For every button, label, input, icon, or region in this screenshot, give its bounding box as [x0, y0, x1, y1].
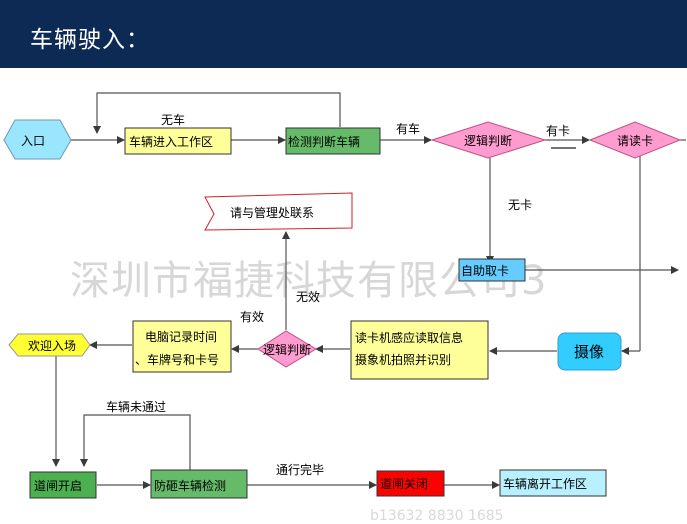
label-passed: 通行完毕: [276, 462, 324, 477]
barrier-open-box: [29, 471, 97, 499]
vehicle-leave-label: 车辆离开工作区: [503, 476, 587, 491]
camera-box: [557, 332, 622, 371]
barrier-close-box: [376, 470, 445, 497]
barrier-close-label: 道闸关闭: [380, 477, 428, 491]
read-card-diamond: [588, 121, 682, 159]
label-no-vehicle: 无车: [161, 112, 185, 127]
contact-management-label: 请与管理处联系: [230, 205, 314, 220]
record-line1: 电脑记录时间: [145, 330, 217, 344]
label-has-vehicle: 有车: [396, 121, 420, 136]
detect-vehicle-box: [285, 127, 381, 155]
edge-no-vehicle-loop: [93, 92, 341, 134]
welcome-label: 欢迎入场: [28, 338, 76, 353]
camera-label: 摄像: [574, 343, 604, 361]
read-card-label: 请读卡: [617, 134, 653, 148]
entrance-node: [3, 119, 72, 160]
anti-smash-box: [150, 469, 248, 499]
logic-judge-1-diamond: [430, 121, 547, 159]
label-valid: 有效: [240, 309, 264, 324]
label-not-passed: 车辆未通过: [106, 399, 166, 414]
enter-work-area-label: 车辆进入工作区: [129, 134, 213, 149]
self-take-card-label: 自助取卡: [461, 264, 509, 278]
barrier-open-label: 道闸开启: [34, 479, 82, 493]
label-invalid: 无效: [296, 289, 320, 304]
connectors: [52, 92, 686, 489]
title-bar: 车辆驶入：: [0, 0, 687, 68]
logic-judge-2-diamond: [257, 330, 317, 368]
anti-smash-label: 防砸车辆检测: [154, 478, 226, 493]
label-no-card: 无卡: [508, 198, 532, 212]
record-line2: 、车牌号和卡号: [135, 352, 219, 367]
card-reader-line2: 摄象机拍照并识别: [355, 352, 451, 367]
entrance-label: 入口: [21, 134, 45, 148]
detect-vehicle-label: 检测判断车辆: [288, 134, 360, 149]
welcome-node: [8, 333, 91, 357]
page-title: 车辆驶入：: [30, 27, 150, 53]
label-has-card: 有卡: [546, 124, 570, 138]
record-box: [132, 320, 232, 373]
contact-management-box: [204, 192, 353, 231]
watermark-bottom: b13632 8830 1685: [370, 508, 504, 524]
logic-judge-2-label: 逻辑判断: [263, 342, 311, 357]
card-reader-line1: 读卡机感应读取信息: [355, 330, 463, 345]
self-take-card-box: [458, 258, 526, 282]
vehicle-leave-box: [499, 469, 607, 497]
card-reader-box: [350, 320, 489, 380]
logic-judge-1-label: 逻辑判断: [464, 133, 512, 148]
edge-not-passed-loop: [80, 414, 191, 470]
enter-work-area-box: [124, 127, 232, 155]
